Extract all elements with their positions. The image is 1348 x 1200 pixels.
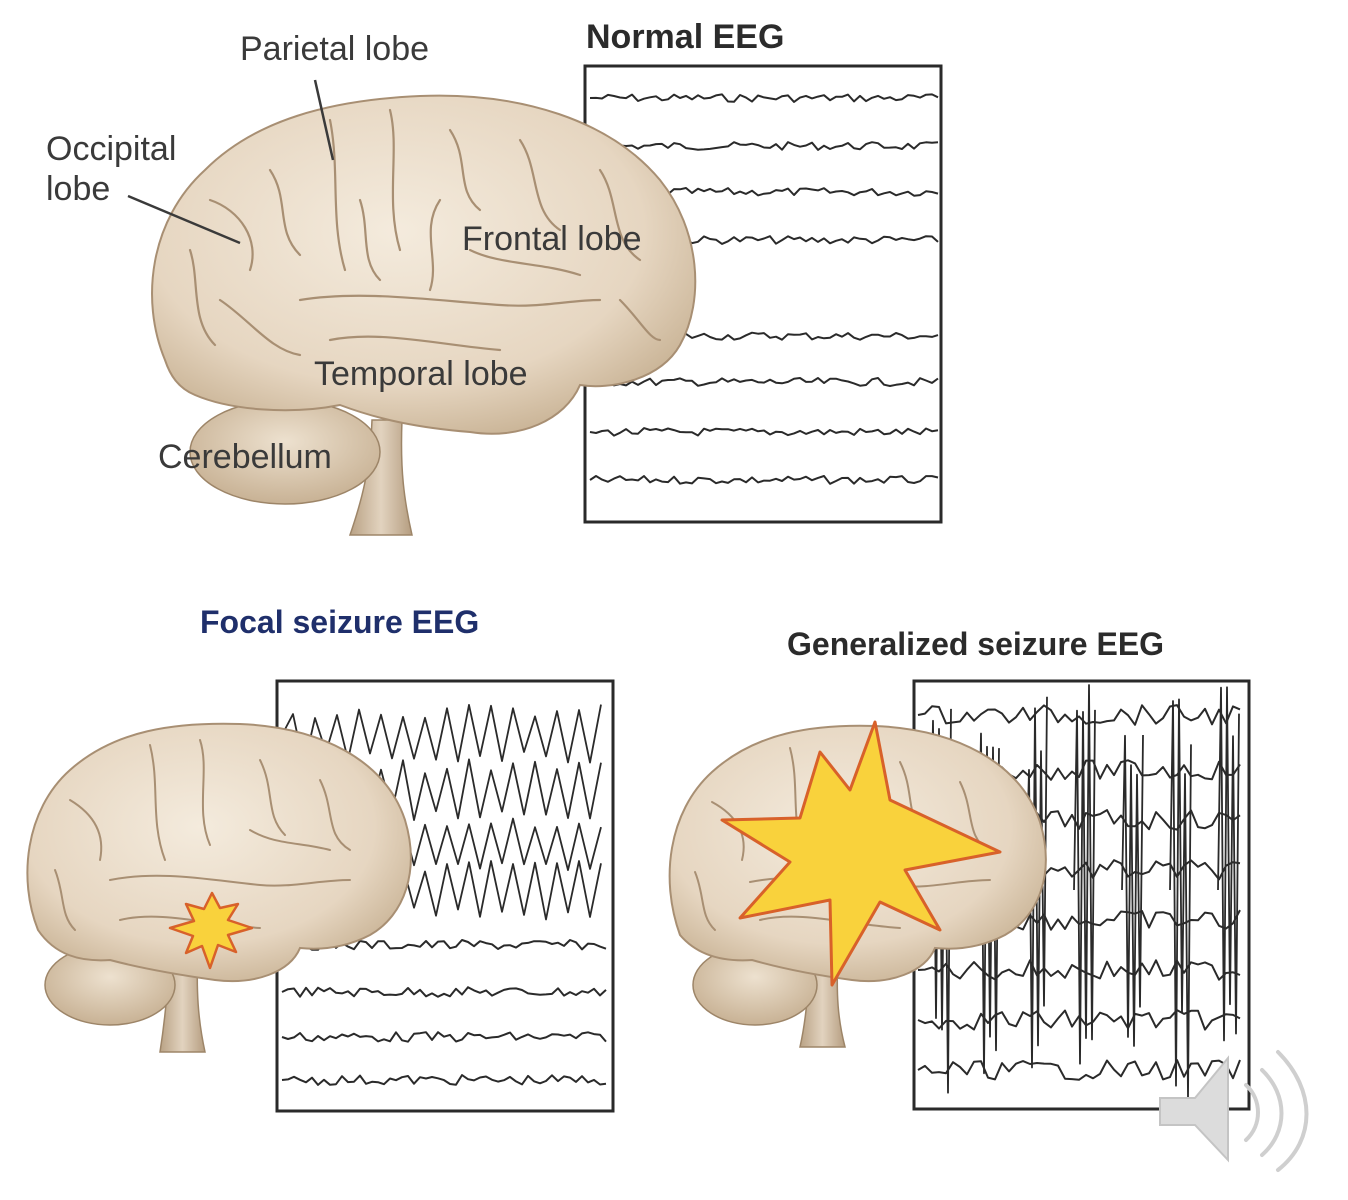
cerebrum-shape <box>26 722 412 982</box>
normal-eeg-trace <box>589 427 939 437</box>
generalized-eeg-title: Generalized seizure EEG <box>787 626 1164 662</box>
focal-panel: Focal seizure EEG <box>26 604 615 1113</box>
generalized-spike-burst <box>1217 686 1240 1042</box>
focal-starburst-icon <box>168 891 254 970</box>
generalized-spike-burst <box>1121 734 1144 1047</box>
generalized-panel: Generalized seizure EEG <box>668 626 1251 1111</box>
generalized-spike-burst <box>1073 684 1096 1065</box>
normal-pointer-lines <box>127 79 335 245</box>
cerebrum-shape <box>151 94 697 435</box>
generalized-seizure-trace <box>917 704 1241 726</box>
generalized-brain <box>668 720 1047 1048</box>
label-occipital-line1: Occipital <box>46 130 176 168</box>
normal-eeg-title: Normal EEG <box>586 18 784 56</box>
normal-panel: Normal EEG Parietal lobe Occipital lobe … <box>46 18 943 536</box>
label-temporal-lobe: Temporal lobe <box>314 355 528 393</box>
normal-sulci <box>188 108 662 357</box>
normal-eeg-trace <box>589 377 939 387</box>
label-parietal-lobe: Parietal lobe <box>240 30 429 68</box>
label-frontal-lobe: Frontal lobe <box>462 220 642 258</box>
generalized-seizure-trace <box>917 1059 1241 1081</box>
focal-seizure-trace <box>281 704 602 767</box>
normal-eeg-trace <box>589 141 939 151</box>
label-cerebellum: Cerebellum <box>158 438 332 476</box>
label-occipital-line2: lobe <box>46 170 110 208</box>
focal-normal-trace <box>281 1031 607 1043</box>
normal-brain <box>151 94 697 536</box>
speaker-icon[interactable] <box>1159 1050 1309 1172</box>
focal-normal-trace <box>281 939 607 951</box>
generalized-starburst-icon <box>720 720 1002 987</box>
generalized-spike-burst <box>1169 698 1192 1099</box>
focal-normal-trace <box>281 1074 607 1086</box>
focal-brain <box>26 722 412 1053</box>
normal-eeg-trace <box>589 93 939 103</box>
focal-eeg-title: Focal seizure EEG <box>200 604 479 640</box>
normal-eeg-trace <box>589 475 939 485</box>
focal-normal-trace <box>281 986 607 998</box>
